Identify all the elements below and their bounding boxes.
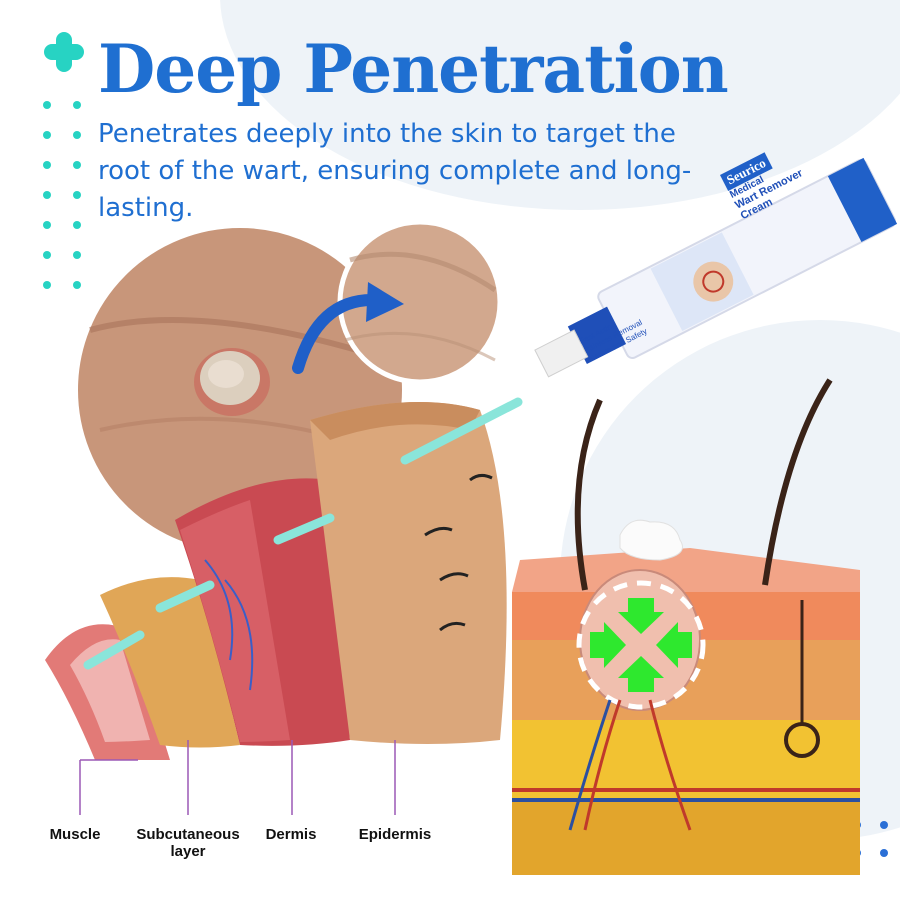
wart-skin-photo (72, 222, 408, 558)
label-muscle: Muscle (49, 826, 101, 843)
curved-arrow-icon (292, 282, 404, 374)
plus-icon (44, 32, 84, 72)
cream-tube (534, 157, 898, 378)
label-dermis: Dermis (265, 826, 317, 843)
skin-cross-section (512, 378, 860, 875)
label-subcutaneous-line2: layer (170, 843, 206, 860)
label-epidermis: Epidermis (358, 826, 432, 843)
headline-title: Deep Penetration (98, 30, 729, 108)
label-subcutaneous: Subcutaneous layer (128, 826, 248, 860)
inward-arrows-icon (590, 598, 692, 692)
skin-layers-diagram (45, 397, 523, 815)
label-subcutaneous-line1: Subcutaneous (136, 826, 240, 843)
headline-subtitle: Penetrates deeply into the skin to targe… (98, 119, 692, 223)
dot-grid-icon (43, 101, 81, 289)
